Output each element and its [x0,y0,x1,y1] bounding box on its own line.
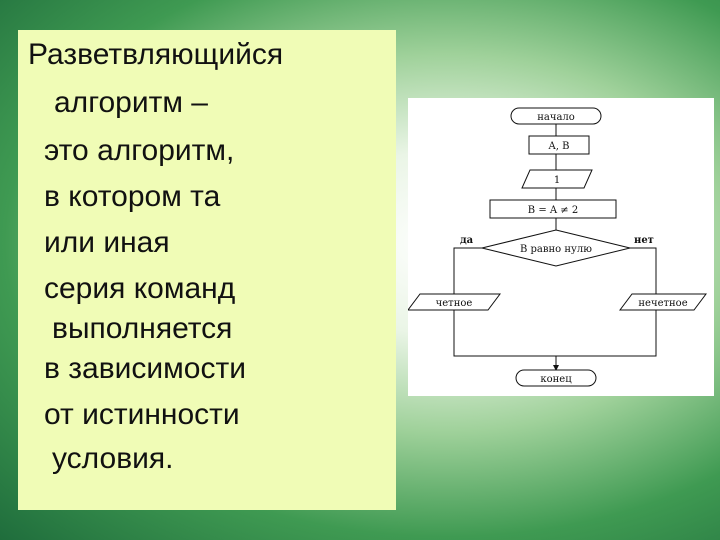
definition-line: в зависимости [44,352,246,385]
process1-label: 1 [554,175,560,186]
process-block-2 [489,199,617,219]
no-label: нет [634,235,654,246]
definition-panel: Разветвляющийся алгоритм – это алгоритм,… [18,30,396,510]
definition-line: серия команд [44,272,236,305]
yes-label: да [460,235,474,246]
flowchart-panel: начало A, B 1 B = A ≠ 2 B равно нулю да … [407,98,714,396]
input-block [528,135,590,155]
end-terminator [515,369,597,387]
definition-line: от истинности [44,398,240,431]
definition-line: это алгоритм, [44,134,235,167]
start-label: начало [537,112,575,123]
definition-line: или иная [44,226,170,259]
process2-label: B = A ≠ 2 [528,205,578,216]
output-odd-block [619,293,707,311]
definition-line: выполняется [52,312,233,345]
flowchart: начало A, B 1 B = A ≠ 2 B равно нулю да … [407,107,707,387]
yes-merge-line [453,310,556,357]
output-even-block [407,293,501,311]
definition-line: Разветвляющийся [28,38,284,71]
end-label: конец [540,374,572,385]
output-even-label: четное [436,298,473,309]
definition-line: в котором та [44,180,221,213]
yes-branch-line [453,247,482,294]
process-block-1 [521,169,593,189]
condition-label: B равно нулю [520,244,592,255]
definition-line: условия. [52,442,174,475]
definition-line: алгоритм – [54,86,208,119]
no-merge-line [556,310,657,357]
input-label: A, B [548,141,570,152]
output-odd-label: нечетное [638,298,687,309]
no-branch-line [630,247,657,294]
decision-diamond [481,229,631,267]
